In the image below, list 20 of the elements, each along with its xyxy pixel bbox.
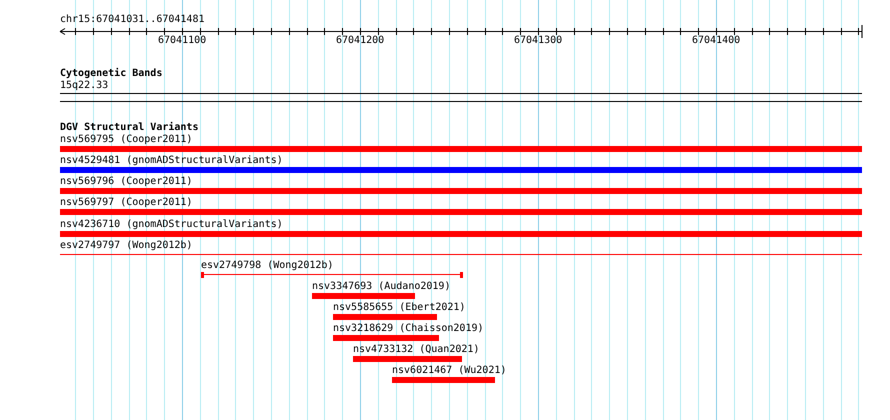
- feature-label: nsv3347693 (Audano2019): [312, 281, 450, 293]
- feature-label: esv2749797 (Wong2012b): [60, 240, 192, 252]
- feature-label: nsv5585655 (Ebert2021): [333, 302, 466, 314]
- feature-label: esv2749798 (Wong2012b): [201, 260, 334, 272]
- locus-label: chr15:67041031..67041481: [60, 14, 204, 26]
- feature-label: nsv4236710 (gnomADStructuralVariants): [60, 219, 283, 231]
- feature-label: nsv569797 (Cooper2011): [60, 197, 192, 209]
- feature-label: nsv6021467 (Wu2021): [392, 365, 506, 377]
- feature-label: nsv4733132 (Quan2021): [353, 344, 480, 356]
- tick-label: 67041400: [692, 35, 740, 47]
- track-title: DGV Structural Variants: [60, 122, 198, 134]
- tick-label: 67041200: [336, 35, 384, 47]
- tick-label: 67041100: [158, 35, 206, 47]
- feature-label: nsv569796 (Cooper2011): [60, 176, 192, 188]
- feature-label: nsv3218629 (Chaisson2019): [333, 323, 484, 335]
- track-title: Cytogenetic Bands: [60, 68, 162, 80]
- feature-label: nsv569795 (Cooper2011): [60, 134, 192, 146]
- feature-label: nsv4529481 (gnomADStructuralVariants): [60, 155, 283, 167]
- band-label: 15q22.33: [60, 80, 108, 92]
- tick-label: 67041300: [514, 35, 562, 47]
